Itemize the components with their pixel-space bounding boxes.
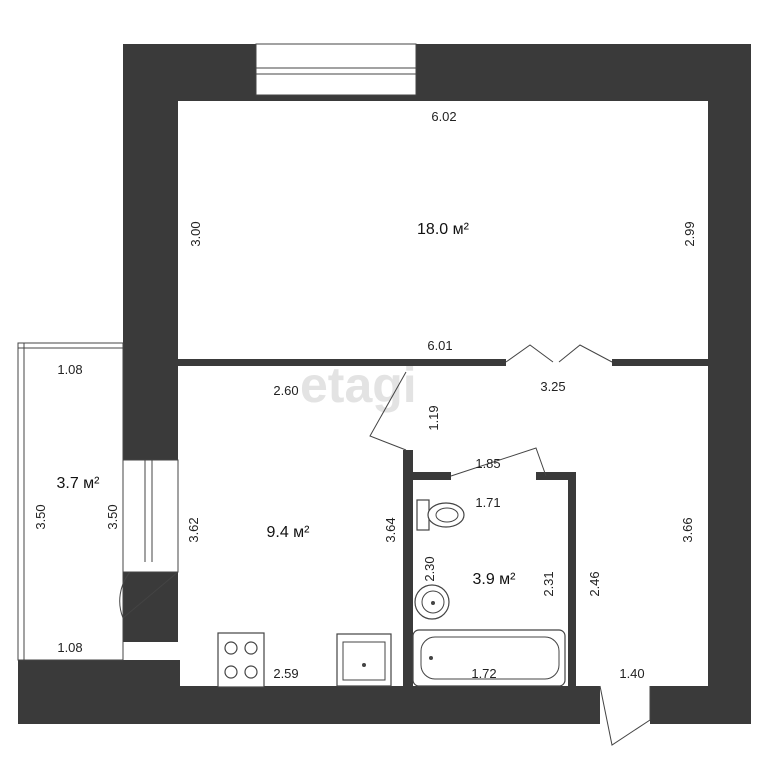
outer-wall-bottom-right [650,686,751,724]
dim-hall-top: 3.25 [540,379,565,394]
partition-main-left [178,359,506,366]
partition-bath-right [568,472,576,686]
outer-wall-bottom-left [18,660,180,724]
outer-wall-top [123,44,751,101]
stove [217,632,265,688]
outer-wall-left-lower [123,572,178,642]
bathtub [412,629,566,687]
door-kitchen [369,371,407,451]
dim-entrance: 1.40 [619,666,644,681]
door-bathroom [450,447,547,477]
dim-main-left: 3.00 [188,221,203,246]
dim-bath-bottom: 1.72 [471,666,496,681]
outer-wall-right [708,44,751,724]
outer-wall-bottom [160,686,600,724]
dim-bath-top-inner: 1.71 [475,495,500,510]
balcony-rail [17,342,25,661]
dim-balcony-right: 3.50 [105,504,120,529]
dim-main-top: 6.02 [431,109,456,124]
washbasin [414,584,450,620]
dim-bath-left: 2.30 [422,556,437,581]
partition-main-right [612,359,708,366]
room-area-balcony: 3.7 м² [56,475,100,492]
dim-kitchen-left: 3.62 [186,517,201,542]
dim-kitchen-top: 2.60 [273,383,298,398]
dim-kitchen-bottom: 2.59 [273,666,298,681]
partition-kitchen-bath [403,450,413,686]
dim-main-right: 2.99 [682,221,697,246]
partition-bath-top [403,472,451,480]
dim-balcony-left: 3.50 [33,504,48,529]
room-area-bathroom: 3.9 м² [472,571,516,588]
toilet [416,499,465,531]
dim-balcony-bottom: 1.08 [57,640,82,655]
room-area-kitchen: 9.4 м² [266,524,310,541]
dim-hall-inner: 2.46 [587,571,602,596]
dim-main-bottom: 6.01 [427,338,452,353]
dim-kitchen-right: 3.64 [383,517,398,542]
dim-bath-top-outer: 1.85 [475,456,500,471]
dim-hall-right: 3.66 [680,517,695,542]
window-top [255,43,417,96]
balcony-door [122,459,179,573]
balcony [17,342,124,661]
dim-balcony-top: 1.08 [57,362,82,377]
door-entrance [599,685,651,746]
door-main-room [505,344,554,363]
dim-kitchen-door: 1.19 [426,405,441,430]
dim-bath-right: 2.31 [541,571,556,596]
room-area-main: 18.0 м² [417,221,470,238]
watermark: etagi [300,357,417,413]
outer-wall-left-upper [123,44,178,460]
partition-bath-top-right [536,472,576,480]
